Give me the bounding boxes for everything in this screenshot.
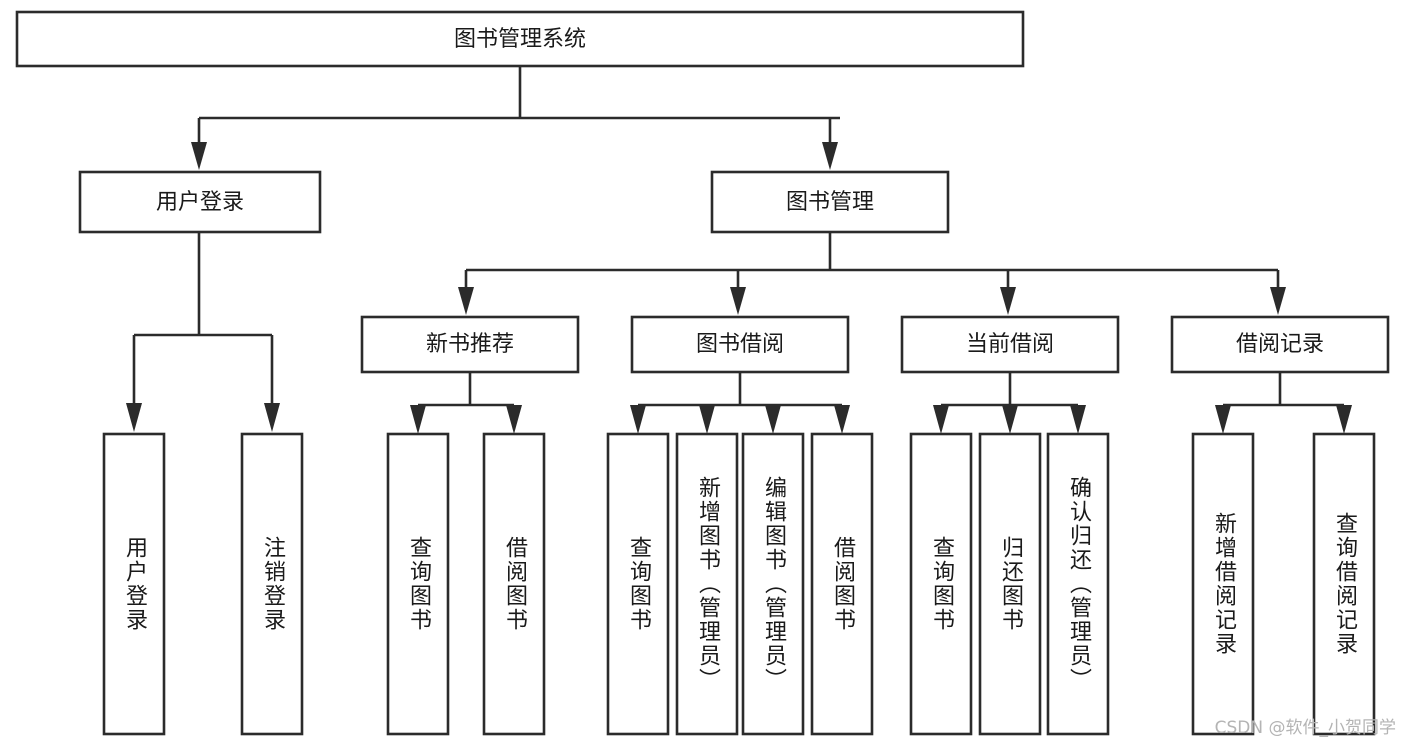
node-leaf-edit-book-label: 编辑图书（管理员）: [761, 476, 787, 692]
node-leaf-user-login[interactable]: 用户登录: [102, 432, 166, 736]
arrow-head-leaf-query-book-2: [630, 405, 646, 434]
node-user-login-label: 用户登录: [156, 190, 244, 215]
node-leaf-user-login-box[interactable]: [102, 432, 166, 736]
node-leaf-query-record-label: 查询借阅记录: [1332, 512, 1358, 656]
node-leaf-add-record-box[interactable]: [1191, 432, 1255, 736]
node-leaf-query-book-3[interactable]: 查询图书: [909, 432, 973, 736]
arrow-head-leaf-user-login: [126, 403, 142, 432]
node-leaf-borrow-book-1[interactable]: 借阅图书: [482, 432, 546, 736]
node-leaf-return-book-label: 归还图书: [998, 536, 1024, 632]
node-leaf-confirm-return-box[interactable]: [1046, 432, 1110, 736]
node-leaf-query-record[interactable]: 查询借阅记录: [1312, 432, 1376, 736]
arrow-head-leaf-query-record: [1336, 405, 1352, 434]
node-leaf-query-book-1-label: 查询图书: [406, 536, 432, 632]
connector-group-borrow-record: [1215, 372, 1352, 434]
node-new-book-recommend-label: 新书推荐: [426, 332, 514, 357]
node-leaf-borrow-book-2-label: 借阅图书: [830, 536, 856, 632]
node-leaf-logout-login[interactable]: 注销登录: [240, 432, 304, 736]
arrow-head-leaf-query-book-3: [933, 405, 949, 434]
node-current-borrow-box[interactable]: [900, 315, 1120, 374]
node-leaf-query-book-2[interactable]: 查询图书: [606, 432, 670, 736]
arrow-head-leaf-edit-book: [765, 405, 781, 434]
node-leaf-add-book-label: 新增图书（管理员）: [695, 476, 721, 692]
arrow-head-book-borrow: [730, 287, 746, 315]
node-book-borrow[interactable]: 图书借阅: [630, 315, 850, 374]
arrow-head-book-manage: [822, 142, 838, 170]
connector-group-root: [191, 66, 840, 170]
arrow-head-user-login: [191, 142, 207, 170]
arrow-head-leaf-query-book-1: [410, 405, 426, 434]
node-root-box[interactable]: [15, 10, 1025, 68]
arrow-head-current-borrow: [1000, 287, 1016, 315]
node-user-login-box[interactable]: [78, 170, 322, 234]
node-root-label: 图书管理系统: [454, 27, 586, 52]
node-leaf-add-record[interactable]: 新增借阅记录: [1191, 432, 1255, 736]
node-leaf-edit-book-box[interactable]: [741, 432, 805, 736]
connector-group-current-borrow: [933, 372, 1086, 434]
arrow-head-leaf-logout-login: [264, 403, 280, 432]
arrow-head-leaf-borrow-book-1: [506, 405, 522, 434]
node-leaf-query-book-3-label: 查询图书: [929, 536, 955, 632]
node-leaf-query-book-2-box[interactable]: [606, 432, 670, 736]
node-leaf-logout-login-label: 注销登录: [260, 536, 286, 632]
arrow-head-new-book-recommend: [458, 287, 474, 315]
node-book-manage[interactable]: 图书管理: [710, 170, 950, 234]
node-leaf-borrow-book-1-box[interactable]: [482, 432, 546, 736]
connector-group-book-manage: [458, 232, 1286, 315]
node-leaf-user-login-label: 用户登录: [122, 536, 148, 632]
node-book-manage-label: 图书管理: [786, 190, 874, 215]
node-leaf-borrow-book-2-box[interactable]: [810, 432, 874, 736]
node-leaf-query-book-1[interactable]: 查询图书: [386, 432, 450, 736]
node-leaf-edit-book[interactable]: 编辑图书（管理员）: [741, 432, 805, 736]
node-leaf-query-record-box[interactable]: [1312, 432, 1376, 736]
node-leaf-add-book[interactable]: 新增图书（管理员）: [675, 432, 739, 736]
node-leaf-confirm-return[interactable]: 确认归还（管理员）: [1046, 432, 1110, 736]
connector-group-book-borrow: [630, 372, 850, 434]
arrow-head-leaf-add-record: [1215, 405, 1231, 434]
arrow-head-borrow-record: [1270, 287, 1286, 315]
node-leaf-borrow-book-2[interactable]: 借阅图书: [810, 432, 874, 736]
arrow-head-leaf-add-book: [699, 405, 715, 434]
node-borrow-record[interactable]: 借阅记录: [1170, 315, 1390, 374]
node-leaf-query-book-2-label: 查询图书: [626, 536, 652, 632]
node-book-borrow-box[interactable]: [630, 315, 850, 374]
node-leaf-logout-login-box[interactable]: [240, 432, 304, 736]
arrow-head-leaf-borrow-book-2: [834, 405, 850, 434]
node-borrow-record-label: 借阅记录: [1236, 332, 1324, 357]
node-root[interactable]: 图书管理系统: [15, 10, 1025, 68]
arrow-head-leaf-return-book: [1002, 405, 1018, 434]
node-leaf-add-book-box[interactable]: [675, 432, 739, 736]
node-leaf-add-record-label: 新增借阅记录: [1211, 512, 1237, 656]
connector-group-new-book-recommend: [410, 372, 522, 434]
node-book-borrow-label: 图书借阅: [696, 332, 784, 357]
node-current-borrow[interactable]: 当前借阅: [900, 315, 1120, 374]
node-user-login[interactable]: 用户登录: [78, 170, 322, 234]
node-leaf-borrow-book-1-label: 借阅图书: [502, 536, 528, 632]
node-new-book-recommend-box[interactable]: [360, 315, 580, 374]
node-leaf-query-book-3-box[interactable]: [909, 432, 973, 736]
node-borrow-record-box[interactable]: [1170, 315, 1390, 374]
node-leaf-return-book[interactable]: 归还图书: [978, 432, 1042, 736]
node-leaf-query-book-1-box[interactable]: [386, 432, 450, 736]
node-new-book-recommend[interactable]: 新书推荐: [360, 315, 580, 374]
node-leaf-return-book-box[interactable]: [978, 432, 1042, 736]
connector-group-user-login: [126, 232, 280, 432]
node-book-manage-box[interactable]: [710, 170, 950, 234]
arrow-head-leaf-confirm-return: [1070, 405, 1086, 434]
node-current-borrow-label: 当前借阅: [966, 332, 1054, 357]
node-leaf-confirm-return-label: 确认归还（管理员）: [1066, 476, 1092, 692]
watermark-label: CSDN @软件_小贺同学: [1215, 718, 1396, 738]
